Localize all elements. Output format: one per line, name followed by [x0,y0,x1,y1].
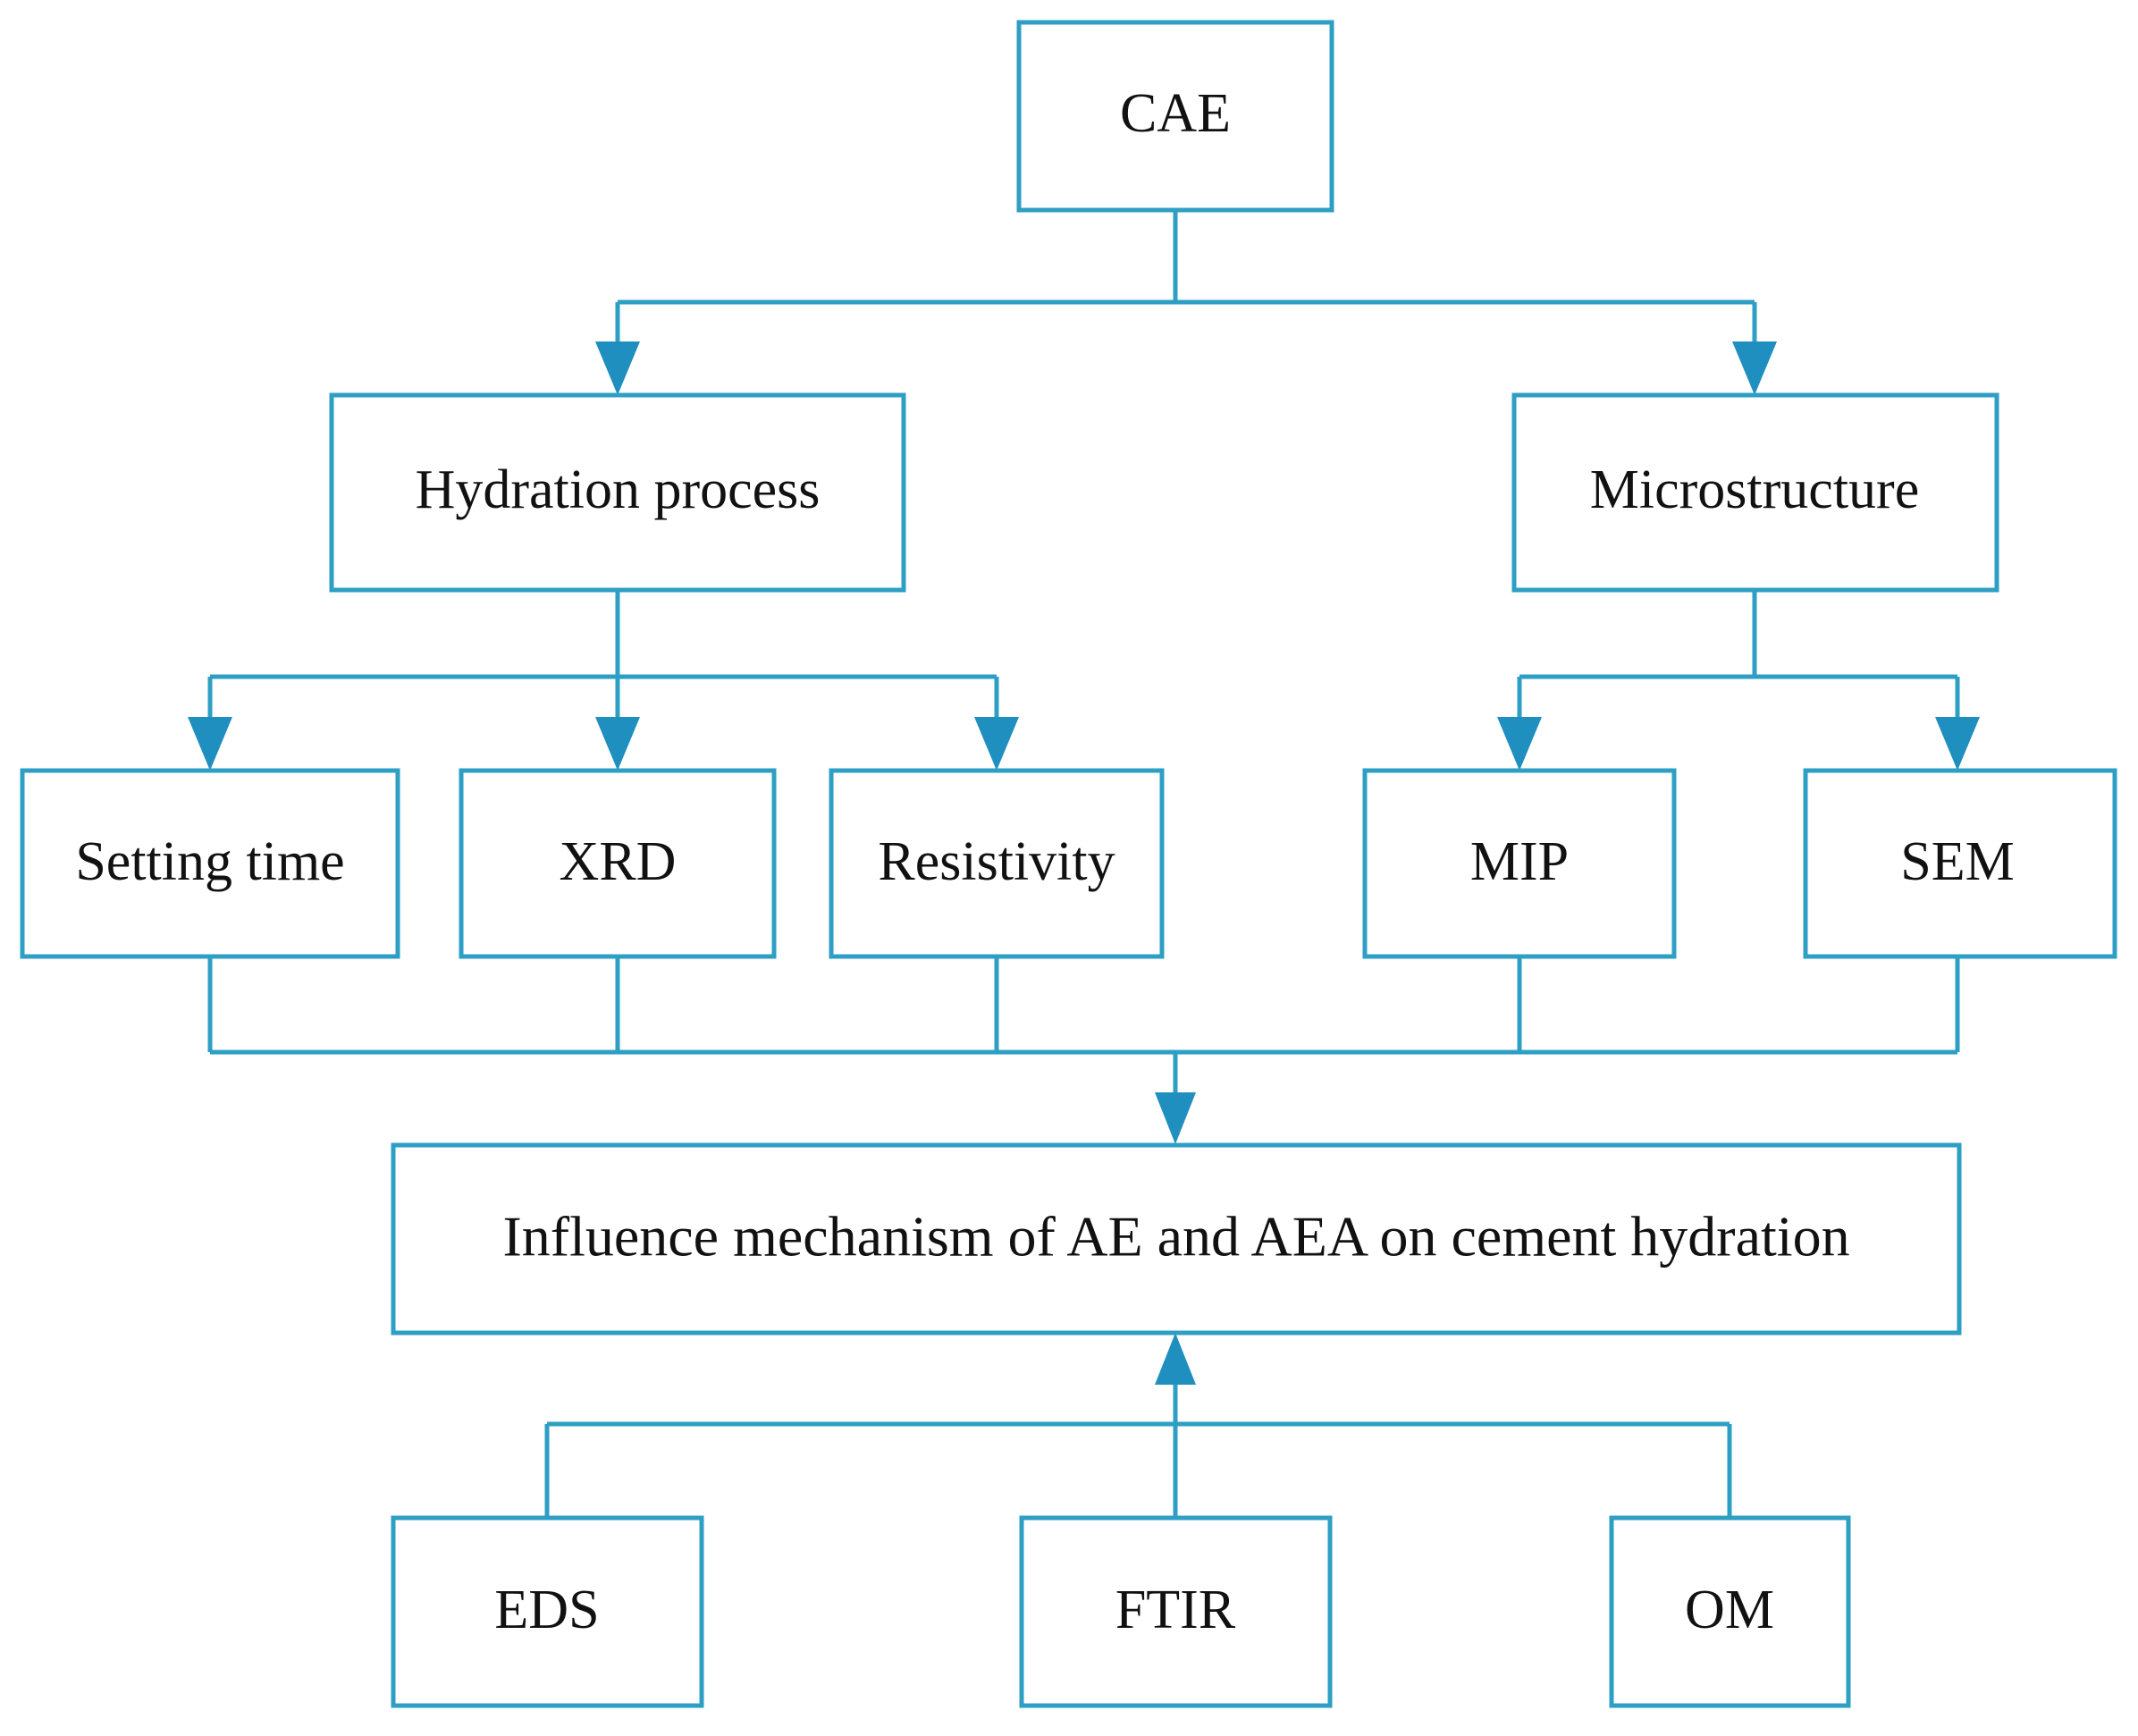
arrow-head-microstructure [1732,341,1777,395]
node-eds-label: EDS [494,1580,599,1640]
node-hydration-process[interactable]: Hydration process [329,392,906,593]
node-ftir-rect [1019,1515,1333,1708]
node-setting-time[interactable]: Setting time [20,768,400,959]
node-conclusion-label: Influence mechanism of AE and AEA on cem… [502,1205,1849,1268]
arrow-head-xrd [595,717,640,771]
node-sem-label: SEM [1900,831,2014,892]
node-xrd[interactable]: XRD [459,768,777,959]
arrow-head-mip [1497,717,1542,771]
node-hydration-process-label: Hydration process [416,459,821,520]
node-microstructure[interactable]: Microstructure [1511,392,1999,593]
node-microstructure-rect [1511,392,1999,593]
node-cae[interactable]: CAE [1016,20,1334,213]
arrow-head-resistivity [974,717,1019,771]
node-xrd-label: XRD [560,831,677,892]
node-cae-label: CAE [1120,83,1231,144]
arrow-head-hydration [595,341,640,395]
node-sem-rect [1803,768,2117,959]
node-ftir[interactable]: FTIR [1019,1515,1333,1708]
arrow-head-conclusion-bottom [1155,1333,1196,1385]
node-om-label: OM [1685,1580,1774,1640]
node-setting-time-label: Setting time [75,831,344,892]
node-xrd-rect [459,768,777,959]
node-om[interactable]: OM [1609,1515,1851,1708]
node-conclusion-rect [391,1142,1962,1336]
arrow-head-sem [1935,717,1980,771]
node-eds[interactable]: EDS [391,1515,704,1708]
node-sem[interactable]: SEM [1803,768,2117,959]
node-resistivity-rect [829,768,1165,959]
node-ftir-label: FTIR [1115,1580,1236,1640]
node-hydration-process-rect [329,392,906,593]
node-resistivity[interactable]: Resistivity [829,768,1165,959]
node-setting-time-rect [20,768,400,959]
node-mip-label: MIP [1470,831,1569,892]
node-resistivity-label: Resistivity [878,831,1115,892]
node-mip-rect [1362,768,1677,959]
node-eds-rect [391,1515,704,1708]
arrow-head-conclusion [1155,1092,1196,1144]
node-conclusion[interactable]: Influence mechanism of AE and AEA on cem… [391,1142,1962,1336]
node-cae-rect [1016,20,1334,213]
node-microstructure-label: Microstructure [1590,459,1919,520]
node-om-rect [1609,1515,1851,1708]
node-mip[interactable]: MIP [1362,768,1677,959]
arrow-head-setting-time [188,717,232,771]
